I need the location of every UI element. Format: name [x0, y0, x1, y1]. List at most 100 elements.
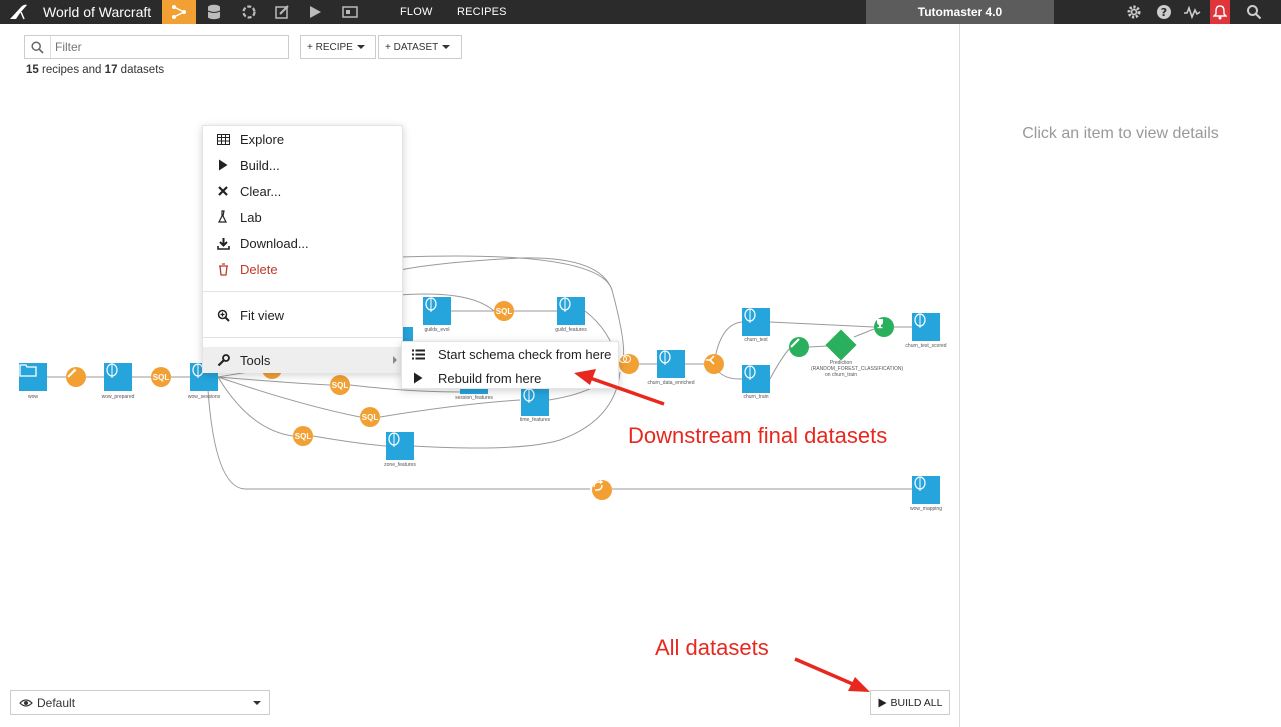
menu-item-label: Clear... — [240, 183, 282, 199]
run-icon[interactable] — [298, 0, 332, 24]
sql-recipe-icon[interactable]: SQL — [293, 426, 313, 446]
dashboard-icon[interactable] — [333, 0, 367, 24]
flow-edges — [47, 255, 912, 490]
gear-icon[interactable] — [1125, 3, 1143, 21]
menu-item-tools[interactable]: Tools — [203, 347, 403, 373]
dataset-label-churn-train: churn_train — [743, 394, 769, 400]
add-recipe-button[interactable]: + RECIPE — [300, 35, 376, 59]
tab-recipes[interactable]: RECIPES — [457, 6, 507, 18]
prepare-recipe-icon[interactable] — [66, 367, 86, 387]
submenu-item-label: Start schema check from here — [438, 346, 612, 362]
filter-field[interactable] — [24, 35, 289, 59]
sql-recipe-icon[interactable]: SQL — [151, 367, 171, 387]
filter-input[interactable] — [53, 38, 283, 56]
menu-item-label: Download... — [240, 235, 309, 251]
submenu-item-schema-check[interactable]: Start schema check from here — [402, 342, 618, 366]
menu-item-build[interactable]: Build... — [203, 152, 403, 178]
menu-item-label: Lab — [240, 209, 262, 225]
sync-recipe-icon[interactable] — [592, 480, 612, 500]
dataset-churn-test-icon[interactable] — [742, 308, 770, 336]
dataset-churn-train-icon[interactable] — [742, 365, 770, 393]
dataset-guilds-evol-icon[interactable] — [423, 297, 451, 325]
add-dataset-label: + DATASET — [385, 41, 439, 53]
split-recipe-icon[interactable] — [704, 354, 724, 374]
datasets-icon[interactable] — [197, 0, 231, 24]
menu-item-label: Tools — [240, 352, 271, 368]
menu-item-delete[interactable]: Delete — [203, 256, 403, 282]
menu-item-label: Fit view — [240, 307, 285, 323]
submenu-item-rebuild[interactable]: Rebuild from here — [402, 366, 618, 390]
dataset-label-guild-features: guild_features — [555, 327, 587, 333]
dataset-label-zone-features: zone_features — [384, 462, 416, 468]
trash-icon — [215, 262, 231, 276]
help-icon[interactable]: ? — [1155, 3, 1173, 21]
play-icon — [878, 698, 887, 707]
view-select[interactable]: Default — [10, 690, 270, 715]
menu-item-explore[interactable]: Explore — [203, 126, 403, 152]
dataiku-logo-icon[interactable] — [8, 3, 30, 21]
flow-icon[interactable] — [162, 0, 196, 24]
notebook-icon[interactable] — [265, 0, 299, 24]
menu-item-fit-view[interactable]: Fit view — [203, 302, 403, 328]
dataset-churn-test-scored-icon[interactable] — [912, 313, 940, 341]
dataset-zone-features-icon[interactable] — [386, 432, 414, 460]
menu-item-download[interactable]: Download... — [203, 230, 403, 256]
dataset-label-session-features: session_features — [455, 395, 493, 401]
search-icon[interactable] — [1245, 3, 1263, 21]
sql-recipe-icon[interactable]: SQL — [494, 301, 514, 321]
dataset-label-wow-sessions: wow_sessions — [187, 394, 221, 400]
dataset-wow-folder-icon[interactable] — [19, 363, 47, 391]
flask-icon — [215, 210, 231, 224]
jobs-icon[interactable] — [232, 0, 266, 24]
add-dataset-button[interactable]: + DATASET — [378, 35, 462, 59]
recipe-count-text: recipes and — [42, 64, 102, 76]
flow-canvas[interactable]: wow wow_prepared SQL wow_sessions SQL SQ… — [0, 24, 959, 727]
sql-recipe-icon[interactable]: SQL — [360, 407, 380, 427]
dataset-time-features-icon[interactable] — [521, 388, 549, 416]
play-icon — [215, 159, 231, 171]
recipe-count: 15 — [26, 64, 39, 76]
sql-recipe-icon[interactable]: SQL — [330, 375, 350, 395]
dataset-guild-features-icon[interactable] — [557, 297, 585, 325]
activity-icon[interactable] — [1183, 3, 1201, 21]
bell-icon[interactable] — [1210, 0, 1230, 24]
dataset-label-guilds-evol: guilds_evol — [424, 327, 450, 333]
dataset-churn-data-enriched-icon[interactable] — [657, 350, 685, 378]
dataset-label-wow-prepared: wow_prepared — [101, 394, 135, 400]
menu-item-clear[interactable]: Clear... — [203, 178, 403, 204]
chevron-down-icon — [253, 700, 261, 705]
dataset-wow-mapping-icon[interactable] — [912, 476, 940, 504]
score-recipe-trophy-icon[interactable] — [874, 317, 894, 337]
instance-name[interactable]: Tutomaster 4.0 — [866, 0, 1054, 24]
annotation-all-datasets: All datasets — [655, 635, 769, 660]
context-menu: Explore Build... Clear... Lab Download..… — [202, 125, 403, 373]
list-icon — [411, 349, 425, 360]
details-panel: Click an item to view details — [959, 24, 1281, 727]
chevron-right-icon — [393, 356, 397, 364]
view-select-value: Default — [37, 695, 76, 710]
menu-item-label: Delete — [240, 261, 278, 277]
build-all-button[interactable]: BUILD ALL — [870, 690, 950, 715]
dataset-wow-prepared-icon[interactable] — [104, 363, 132, 391]
close-icon — [215, 186, 231, 196]
chevron-down-icon — [442, 45, 451, 49]
details-hint: Click an item to view details — [1022, 125, 1219, 142]
menu-item-label: Build... — [240, 157, 280, 173]
top-navbar: World of Warcraft FLOW RECIPES Tutomaste… — [0, 0, 1281, 24]
join-recipe-icon[interactable] — [619, 354, 639, 374]
annotation-downstream: Downstream final datasets — [628, 423, 888, 448]
train-recipe-icon[interactable] — [789, 337, 809, 357]
build-all-label: BUILD ALL — [890, 696, 943, 709]
menu-item-lab[interactable]: Lab — [203, 204, 403, 230]
dataset-count: 17 — [104, 64, 118, 76]
dataset-label-wow-mapping: wow_mapping — [910, 506, 942, 512]
dataset-label-wow: wow — [27, 394, 38, 400]
project-name[interactable]: World of Warcraft — [43, 4, 152, 20]
menu-divider — [203, 337, 403, 338]
menu-divider — [203, 291, 403, 292]
tab-flow[interactable]: FLOW — [400, 6, 433, 18]
submenu-item-label: Rebuild from here — [438, 370, 542, 386]
add-recipe-label: + RECIPE — [307, 41, 353, 53]
table-icon — [215, 133, 231, 145]
